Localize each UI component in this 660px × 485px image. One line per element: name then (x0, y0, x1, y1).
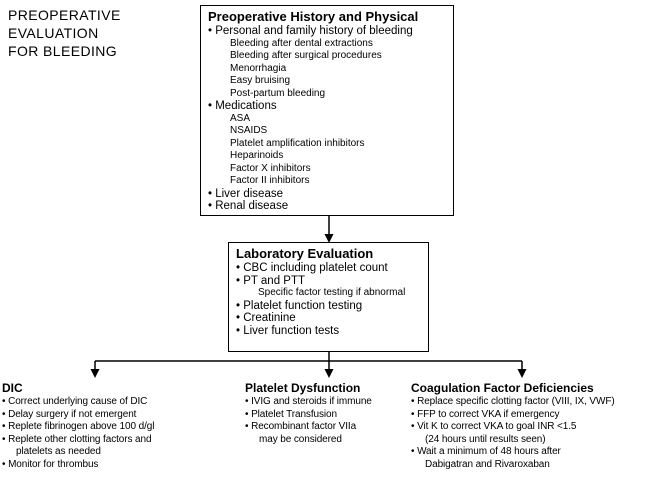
arrowhead-dic-icon (90, 369, 100, 378)
sub-item: Specific factor testing if abnormal (258, 287, 406, 298)
bullet-item: • FFP to correct VKA if emergency (411, 408, 560, 420)
sub-item: Post-partum bleeding (230, 87, 326, 99)
sub-item: Factor X inhibitors (230, 162, 311, 174)
bullet-item: • CBC including platelet count (236, 262, 388, 274)
sub-item: ASA (230, 112, 251, 124)
bullet-item: • Creatinine (236, 312, 296, 324)
history-box-list: • Personal and family history of bleedin… (208, 25, 449, 213)
sub-item: Platelet amplification inhibitors (230, 137, 365, 149)
bullet-item: • Replete other clotting factors and (2, 433, 152, 445)
branch-coagulation-deficiencies: Coagulation Factor Deficiencies • Replac… (411, 381, 659, 471)
history-box-title: Preoperative History and Physical (208, 9, 419, 24)
branch-dic: DIC • Correct underlying cause of DIC• D… (2, 381, 240, 471)
branch-coagulation-title: Coagulation Factor Deficiencies (411, 381, 594, 395)
bullet-item: • Monitor for thrombus (2, 458, 99, 470)
branch-dic-list: • Correct underlying cause of DIC• Delay… (2, 396, 240, 471)
arrowhead-coagulation-icon (517, 369, 527, 378)
bullet-item: • Platelet function testing (236, 299, 363, 312)
branch-elbow-lines (94, 352, 523, 370)
sub-item: Heparinoids (230, 150, 284, 161)
bullet-item: • Replace specific clotting factor (VIII… (411, 396, 615, 407)
branch-platelet-title: Platelet Dysfunction (245, 381, 361, 395)
bullet-item: • Renal disease (208, 200, 289, 212)
sub-item: (24 hours until results seen) (425, 433, 546, 445)
bullet-item: • IVIG and steroids if immune (245, 396, 372, 407)
sub-item: Menorrhagia (230, 62, 287, 74)
lab-box-title: Laboratory Evaluation (236, 246, 374, 261)
bullet-item: • Replete fibrinogen above 100 d/gl (2, 421, 155, 432)
sub-item: NSAIDS (230, 125, 268, 136)
sub-item: Bleeding after dental extractions (230, 37, 373, 49)
page-title: PREOPERATIVE EVALUATION FOR BLEEDING (8, 7, 121, 59)
branch-platelet-dysfunction: Platelet Dysfunction • IVIG and steroids… (245, 381, 417, 446)
bullet-item: • Liver function tests (236, 324, 340, 337)
bullet-item: • Personal and family history of bleedin… (208, 25, 413, 37)
bullet-item: • Platelet Transfusion (245, 408, 337, 420)
sub-item: Easy bruising (230, 75, 291, 86)
bullet-item: • Medications (208, 100, 277, 112)
bullet-item: • PT and PTT (236, 274, 306, 287)
sub-item: Bleeding after surgical procedures (230, 50, 382, 61)
branch-platelet-list: • IVIG and steroids if immune• Platelet … (245, 396, 417, 446)
bullet-item: • Correct underlying cause of DIC (2, 396, 148, 407)
bullet-item: • Recombinant factor VIIa (245, 421, 357, 432)
sub-item: Dabigatran and Rivaroxaban (425, 458, 550, 470)
laboratory-evaluation-box: Laboratory Evaluation • CBC including pl… (228, 242, 429, 352)
arrowhead-platelet-icon (324, 369, 334, 378)
bullet-item: • Liver disease (208, 187, 283, 200)
sub-item: may be considered (259, 433, 342, 445)
bullet-item: • Delay surgery if not emergent (2, 408, 137, 420)
bullet-item: • Vit K to correct VKA to goal INR <1.5 (411, 421, 577, 432)
branch-dic-title: DIC (2, 381, 23, 395)
sub-item: platelets as needed (16, 446, 101, 457)
history-and-physical-box: Preoperative History and Physical • Pers… (200, 5, 454, 216)
bullet-item: • Wait a minimum of 48 hours after (411, 446, 561, 457)
sub-item: Factor II inhibitors (230, 175, 310, 186)
lab-box-list: • CBC including platelet count• PT and P… (236, 262, 424, 337)
branch-coagulation-list: • Replace specific clotting factor (VIII… (411, 396, 659, 471)
